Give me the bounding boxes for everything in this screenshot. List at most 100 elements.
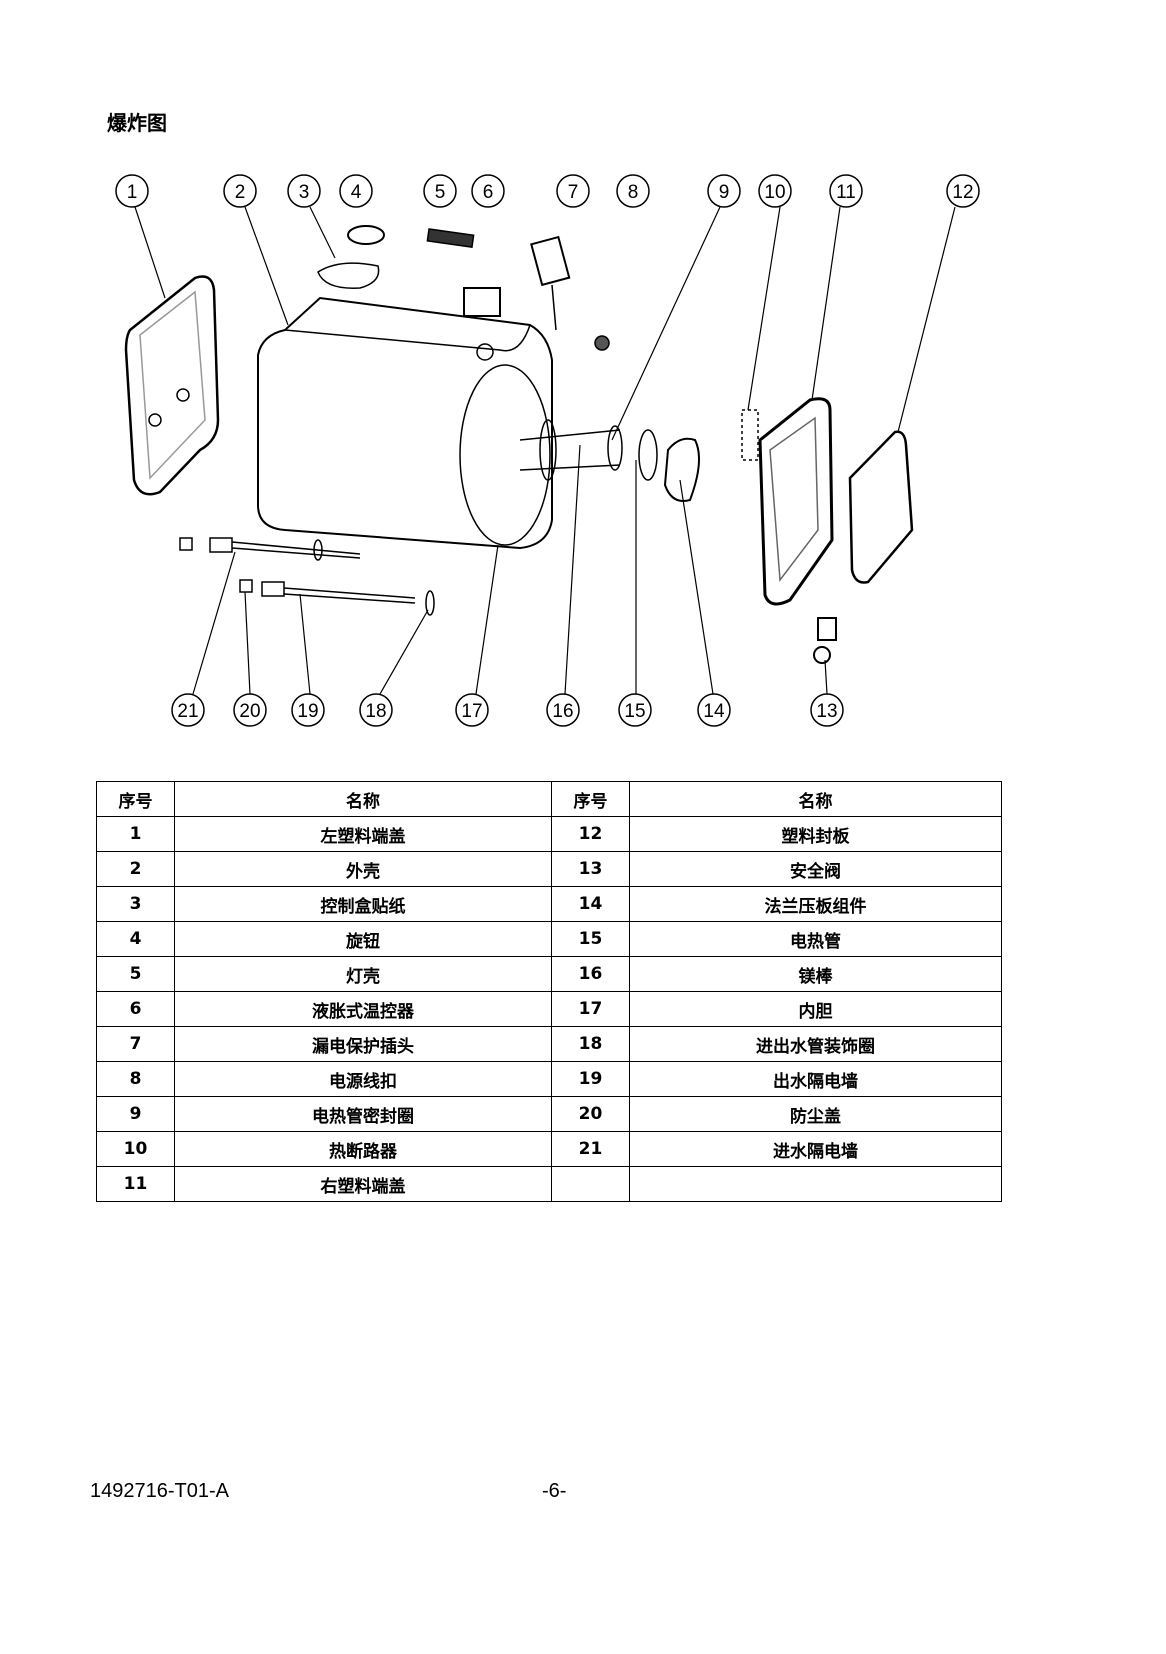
part-name-cell: 电热管密封圈 xyxy=(174,1096,552,1132)
part-number-cell: 14 xyxy=(551,886,630,922)
part-number-cell: 15 xyxy=(551,921,630,957)
part-name-cell: 左塑料端盖 xyxy=(174,816,552,852)
part-name-cell: 电源线扣 xyxy=(174,1061,552,1097)
callout-circle xyxy=(758,174,792,208)
document-id: 1492716-T01-A xyxy=(90,1480,229,1502)
part-number-cell: 8 xyxy=(96,1061,175,1097)
callout-marker: 16 xyxy=(546,693,580,727)
part-number-cell: 17 xyxy=(551,991,630,1027)
callout-circle xyxy=(618,693,652,727)
part-number-cell: 19 xyxy=(551,1061,630,1097)
part-number-cell: 9 xyxy=(96,1096,175,1132)
callout-label: 20 xyxy=(239,701,260,722)
callout-label: 3 xyxy=(299,182,310,203)
callout-marker: 2 xyxy=(223,174,257,208)
part-number-cell: 3 xyxy=(96,886,175,922)
plug-part xyxy=(530,235,571,331)
callout-label: 4 xyxy=(351,182,362,203)
part-name-cell xyxy=(629,1166,1002,1202)
callout-label: 11 xyxy=(836,182,856,203)
callout-marker: 1 xyxy=(115,174,149,208)
callout-circle xyxy=(556,174,590,208)
part-number-cell: 5 xyxy=(96,956,175,992)
part-number-cell: 10 xyxy=(96,1131,175,1167)
part-number-cell: 13 xyxy=(551,851,630,887)
callout-marker: 15 xyxy=(618,693,652,727)
callout-label: 9 xyxy=(719,182,730,203)
callout-label: 13 xyxy=(816,701,837,722)
right-end-cap-part xyxy=(758,397,834,606)
part-name-cell: 出水隔电墙 xyxy=(629,1061,1002,1097)
part-number-cell: 6 xyxy=(96,991,175,1027)
part-number-cell: 11 xyxy=(96,1166,175,1202)
callout-marker: 13 xyxy=(810,693,844,727)
part-name-cell: 塑料封板 xyxy=(629,816,1002,852)
part-name-cell: 外壳 xyxy=(174,851,552,887)
callout-marker: 14 xyxy=(697,693,731,727)
callout-circle xyxy=(697,693,731,727)
page-number: -6- xyxy=(542,1480,567,1502)
callout-marker: 11 xyxy=(829,174,863,208)
part-name-cell: 防尘盖 xyxy=(629,1096,1002,1132)
callout-marker: 4 xyxy=(339,174,373,208)
heating-element-part xyxy=(519,419,658,481)
callout-label: 17 xyxy=(461,701,482,722)
callout-marker: 9 xyxy=(707,174,741,208)
part-number-cell: 21 xyxy=(551,1131,630,1167)
thermostat-part xyxy=(463,287,501,317)
page-title: 爆炸图 xyxy=(107,111,167,135)
callout-circle xyxy=(707,174,741,208)
flange-plate-part xyxy=(663,437,700,502)
safety-valve-part xyxy=(813,617,837,664)
header-no: 序号 xyxy=(551,781,630,817)
callout-circle xyxy=(455,693,489,727)
part-name-cell: 进水隔电墙 xyxy=(629,1131,1002,1167)
callout-label: 8 xyxy=(628,182,639,203)
callout-circle xyxy=(171,693,205,727)
callout-label: 2 xyxy=(235,182,246,203)
part-number-cell xyxy=(551,1166,630,1202)
callout-label: 19 xyxy=(297,701,318,722)
part-number-cell: 16 xyxy=(551,956,630,992)
part-name-cell: 旋钮 xyxy=(174,921,552,957)
part-name-cell: 控制盒贴纸 xyxy=(174,886,552,922)
callout-marker: 8 xyxy=(616,174,650,208)
callout-label: 14 xyxy=(703,701,725,722)
part-name-cell: 热断路器 xyxy=(174,1131,552,1167)
callout-label: 18 xyxy=(365,701,386,722)
callout-circle xyxy=(471,174,505,208)
callout-label: 6 xyxy=(483,182,494,203)
cable-clip-part xyxy=(594,335,610,351)
part-number-cell: 20 xyxy=(551,1096,630,1132)
part-name-cell: 液胀式温控器 xyxy=(174,991,552,1027)
callout-marker: 5 xyxy=(423,174,457,208)
callout-label: 15 xyxy=(624,701,645,722)
part-name-cell: 漏电保护插头 xyxy=(174,1026,552,1062)
callout-label: 12 xyxy=(952,182,973,203)
callout-circle xyxy=(287,174,321,208)
header-no: 序号 xyxy=(96,781,175,817)
callout-marker: 19 xyxy=(291,693,325,727)
part-name-cell: 内胆 xyxy=(629,991,1002,1027)
part-number-cell: 7 xyxy=(96,1026,175,1062)
part-name-cell: 进出水管装饰圈 xyxy=(629,1026,1002,1062)
thermal-cutoff-part xyxy=(741,409,759,461)
header-name: 名称 xyxy=(629,781,1002,817)
left-end-cap-part xyxy=(124,275,220,496)
callout-label: 10 xyxy=(764,182,785,203)
part-name-cell: 灯壳 xyxy=(174,956,552,992)
inlet-pipe-part xyxy=(179,537,361,561)
header-name: 名称 xyxy=(174,781,552,817)
part-name-cell: 法兰压板组件 xyxy=(629,886,1002,922)
part-number-cell: 12 xyxy=(551,816,630,852)
callout-circle xyxy=(359,693,393,727)
callout-label: 16 xyxy=(552,701,573,722)
callout-label: 21 xyxy=(177,701,198,722)
callout-circle xyxy=(946,174,980,208)
